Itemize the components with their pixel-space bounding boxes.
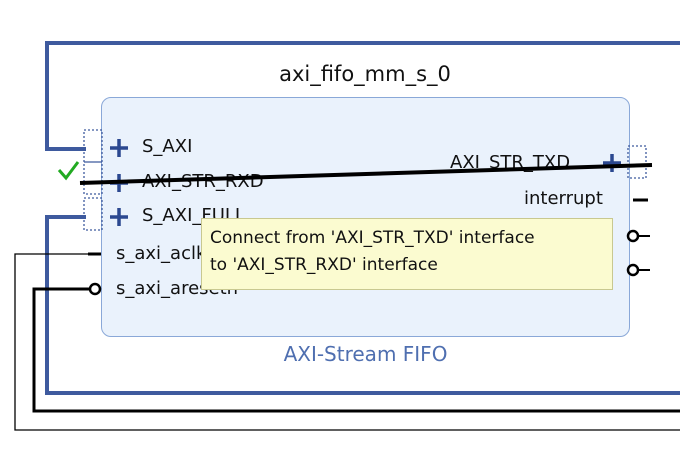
port-label-s-axi-aclk: s_axi_aclk [116,243,207,264]
valid-connection-check-icon [57,161,80,181]
port-label-s-axi: S_AXI [142,136,193,157]
block-type-label: AXI-Stream FIFO [283,342,448,366]
aresetn-pin-bubble[interactable] [88,282,102,296]
s-axi-full-handle[interactable] [83,197,103,231]
tooltip-line-1: Connect from 'AXI_STR_TXD' interface [210,228,535,248]
axi-fifo-block[interactable] [101,97,630,337]
aresetn-net[interactable] [32,287,680,413]
s-axi-bus-net-left[interactable] [45,41,86,151]
block-instance-name: axi_fifo_mm_s_0 [279,62,451,86]
output-pin-bubble[interactable] [626,229,640,243]
plus-icon[interactable] [110,139,128,157]
axi-str-txd-handle[interactable] [627,145,647,179]
s-axi-full-bus-net[interactable] [45,215,680,395]
aclk-net[interactable] [14,253,680,431]
connection-tooltip: Connect from 'AXI_STR_TXD' interface to … [201,218,613,290]
s-axi-handle[interactable] [83,129,103,163]
axi-str-rxd-handle[interactable] [83,161,103,195]
pending-connection-wire[interactable] [79,163,653,185]
output-pin-bubble[interactable] [626,263,640,277]
tooltip-line-2: to 'AXI_STR_RXD' interface [210,255,438,275]
plus-icon[interactable] [603,154,621,172]
port-label-interrupt: interrupt [524,188,603,209]
plus-icon[interactable] [110,208,128,226]
